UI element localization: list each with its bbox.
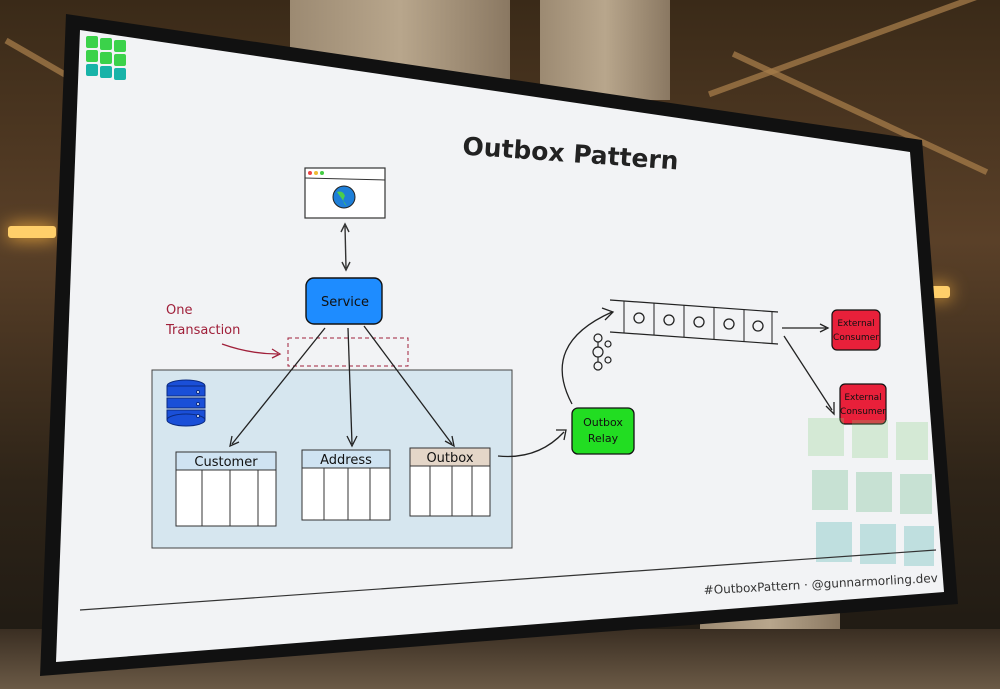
- relay-read-arrowhead: [556, 429, 567, 441]
- outbox-relay-label-line1: Outbox: [583, 416, 623, 429]
- address-table: Address: [301, 449, 391, 521]
- message: [723, 318, 735, 330]
- annotation-arrowhead: [271, 348, 282, 359]
- publish-arrowhead: [601, 307, 615, 321]
- database-icon: [166, 379, 206, 427]
- external-consumer-1: [831, 309, 881, 351]
- address-table-label: Address: [320, 453, 372, 468]
- decorative-logo-watermark: [808, 418, 934, 566]
- external-consumer-2-line1: External: [844, 393, 881, 403]
- annotation-arrow: [221, 343, 279, 355]
- publish-arrow: [561, 311, 613, 405]
- customer-table-label: Customer: [194, 455, 258, 470]
- outbox-relay-box: [571, 407, 635, 455]
- transaction-annotation-line1: One: [166, 303, 192, 318]
- external-consumer-2: [839, 383, 887, 425]
- message: [752, 320, 764, 332]
- outbox-table: Outbox: [409, 447, 491, 517]
- message: [633, 312, 645, 324]
- footer-rule: [79, 549, 937, 611]
- ceiling-lamp-left: [8, 226, 56, 238]
- outbox-relay-label-line2: Relay: [588, 432, 619, 445]
- service-box: [305, 277, 383, 325]
- external-consumer-2-line2: Consumer: [840, 407, 886, 417]
- kafka-icon: [592, 333, 612, 371]
- consume-arrows: [782, 323, 835, 416]
- message: [693, 316, 705, 328]
- external-consumer-1-line2: Consumer: [833, 333, 879, 343]
- external-consumer-1-line1: External: [837, 319, 874, 329]
- service-label: Service: [321, 295, 369, 310]
- customer-table: Customer: [175, 451, 277, 527]
- logo-grid-icon: [86, 36, 126, 80]
- write-arrows: [229, 325, 455, 448]
- kafka-topic-queue: [609, 299, 779, 345]
- transaction-annotation-line2: Transaction: [165, 323, 240, 338]
- relay-read-arrow: [497, 431, 565, 458]
- request-arrow: [340, 222, 351, 272]
- outbox-table-label: Outbox: [426, 451, 473, 466]
- browser-window-icon: [304, 167, 386, 219]
- concrete-pillar-right: [540, 0, 670, 100]
- message: [663, 314, 675, 326]
